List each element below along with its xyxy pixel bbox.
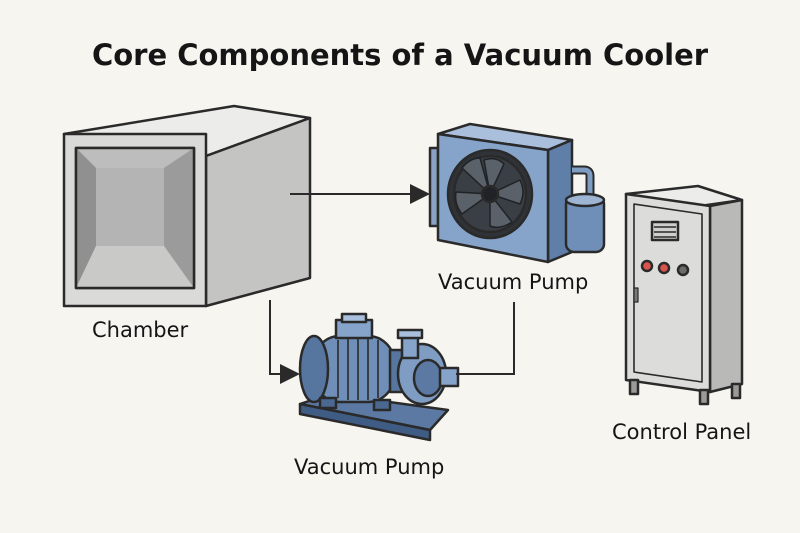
control-panel-label: Control Panel <box>612 420 752 444</box>
connector-chamber-to-pump <box>269 300 300 384</box>
indicator-red-icon <box>657 261 671 275</box>
vacuum-chamber-icon <box>62 104 312 308</box>
condenser-fan-icon <box>428 122 606 264</box>
chamber-label: Chamber <box>92 318 189 342</box>
indicator-red-icon <box>640 259 654 273</box>
control-cabinet-icon <box>624 184 744 406</box>
connector-pump-to-condenser <box>456 302 515 375</box>
centrifugal-pump-icon <box>298 312 460 442</box>
diagram-title: Core Components of a Vacuum Cooler <box>91 38 709 72</box>
vacuum-pump-bottom-label: Vacuum Pump <box>294 455 445 479</box>
vacuum-pump-top-label: Vacuum Pump <box>438 270 589 294</box>
indicator-gray-icon <box>676 263 690 277</box>
